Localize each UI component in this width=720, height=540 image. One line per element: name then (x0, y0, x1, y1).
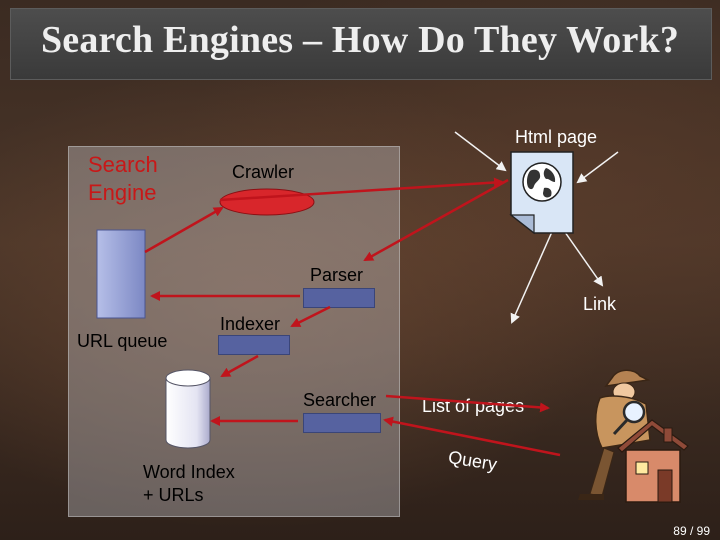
url-queue-box (96, 229, 146, 319)
indexer-box (218, 335, 290, 355)
crawler-ellipse (219, 188, 315, 216)
arrow-parser-to-indexer (290, 305, 331, 328)
url-queue-label: URL queue (77, 331, 168, 351)
link-label: Link (583, 294, 617, 314)
indexer-label: Indexer (220, 314, 281, 334)
arrow-user-to-searcher (383, 416, 561, 457)
slide-title: Search Engines – How Do They Work? (40, 19, 680, 61)
detective-house-icon (578, 369, 689, 503)
parser-label: Parser (310, 265, 364, 285)
searcher-label: Searcher (303, 390, 377, 410)
page-number: 89 / 99 (673, 524, 710, 538)
arrow-indexer-to-index (220, 354, 259, 378)
crawler-label: Crawler (232, 162, 295, 182)
word-index-label: Word Index + URLs (143, 462, 235, 505)
arrow-link-down (510, 224, 556, 324)
arrow-html-label-pointer (454, 131, 507, 172)
search-engine-label: Search Engine (88, 152, 158, 205)
html-page-label: Html page (515, 127, 598, 147)
arrow-crawler-to-html (219, 177, 504, 202)
arrow-queue-to-crawler (144, 206, 224, 254)
title-bar (10, 8, 712, 80)
searcher-box (303, 413, 381, 433)
arrow-html-to-parser (363, 178, 509, 262)
arrow-link-right (559, 224, 604, 287)
arrow-html-label-pointer-2 (576, 151, 619, 184)
word-index-cylinder (165, 369, 211, 449)
arrow-searcher-to-user (385, 394, 550, 413)
parser-box (303, 288, 375, 308)
document-globe-icon (509, 151, 574, 235)
